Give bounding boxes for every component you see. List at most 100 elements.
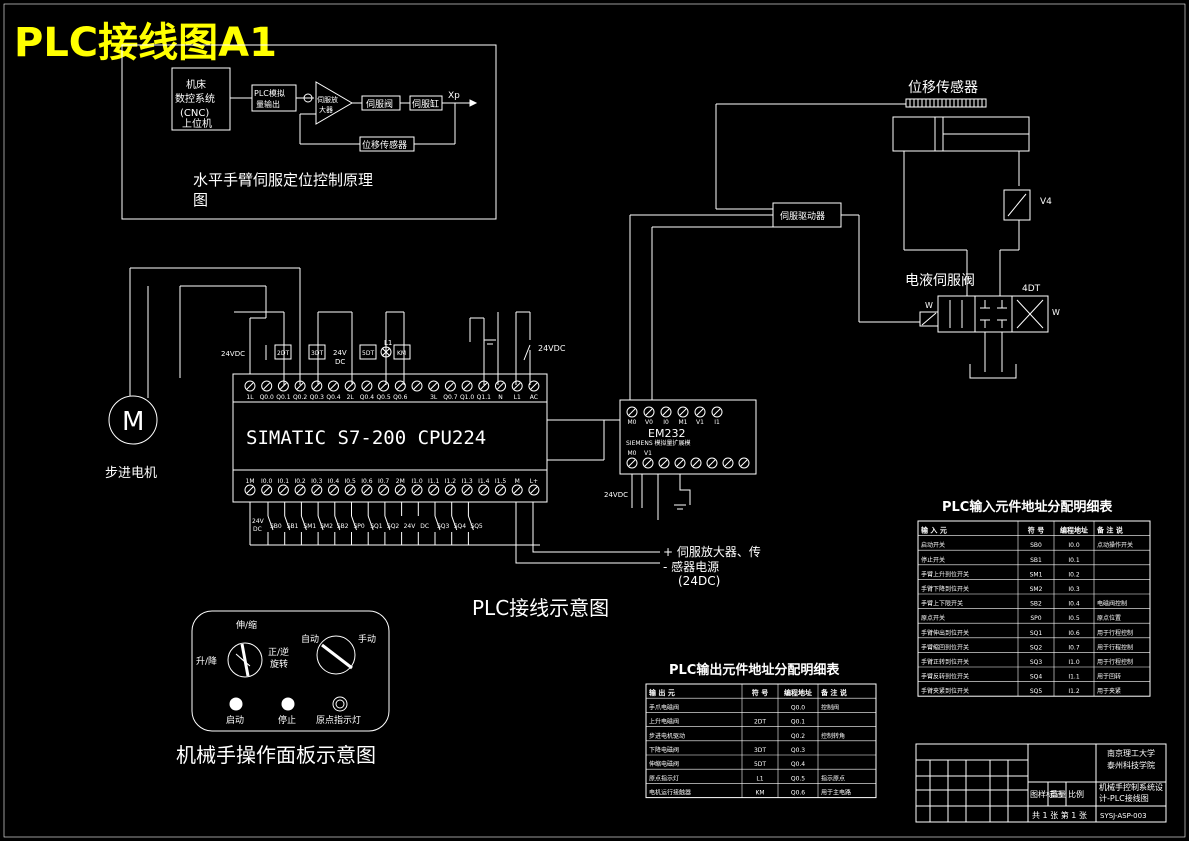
drawing-title: PLC接线图A1 (14, 20, 277, 66)
plc-bottom-terminal (361, 484, 373, 496)
table-cell: 2DT (754, 719, 766, 726)
plc-top-terminal-label: Q1.0 (460, 394, 474, 401)
input-dc: DC (253, 526, 262, 533)
plc-top-terminal-label: Q0.7 (443, 394, 457, 401)
table-cell: 控制阀 (821, 703, 839, 711)
plc-bottom-terminal-label: I1.0 (411, 478, 422, 485)
hydraulic-section: 位移传感器 V4 伺服驱动器 电液伺服阀 4DT (629, 79, 1060, 400)
stage-label: 图样标记 (1030, 789, 1062, 799)
em232-bottom-terminal (658, 457, 670, 469)
em232-top-terminal (643, 406, 655, 418)
table-cell: Q0.6 (791, 790, 805, 797)
knob-arm (227, 642, 263, 678)
table-cell: 电机运行接触器 (649, 789, 691, 797)
plc-top-terminal-label: N (498, 394, 503, 401)
table-cell: 用于行程控制 (1097, 629, 1133, 637)
cnc-box (171, 67, 231, 131)
table-cell: SQ2 (1030, 644, 1043, 651)
plc-bottom-terminal (428, 484, 440, 496)
em232-top-terminal-label: V0 (645, 419, 653, 426)
plc-top-terminal-label: Q0.5 (376, 394, 390, 401)
plc-top-terminal (511, 380, 523, 392)
table-cell: 伸缩电磁阀 (649, 760, 679, 768)
table-cell: 原点开关 (921, 614, 945, 622)
plc-top-terminal (478, 380, 490, 392)
knob1-top: 伸/缩 (236, 619, 257, 631)
drawing-name-1: 机械手控制系统设 (1099, 782, 1163, 792)
table-cell: 步进电机驱动 (649, 732, 685, 740)
cnc-label-3: (CNC) (180, 108, 209, 119)
plc-bottom-terminal (411, 484, 423, 496)
knob2-right: 手动 (358, 633, 376, 645)
coil-label: 2DT (277, 350, 289, 357)
knob-mode (316, 635, 356, 675)
table-cell: 手臂上下限开关 (921, 600, 963, 608)
plc-top-terminal (378, 380, 390, 392)
input-switch-label: SQ5 (470, 523, 483, 530)
table-cell: I0.3 (1068, 586, 1079, 593)
servo-valve (937, 295, 1049, 333)
table-cell: 手臂下降到位开关 (921, 585, 969, 593)
drawing-name-2: 计-PLC接线图 (1099, 793, 1149, 803)
em232-bottom-terminal (690, 457, 702, 469)
lamp-l1 (380, 346, 392, 358)
plc-top-terminal-label: Q0.6 (393, 394, 407, 401)
valve-title: 电液伺服阀 (905, 273, 975, 289)
input-switch-label: SB1 (287, 523, 299, 530)
table-cell: I0.2 (1068, 571, 1079, 578)
knob1-left: 升/降 (196, 655, 217, 667)
coil-4dt: 4DT (1022, 284, 1041, 294)
coil-3dt (308, 344, 326, 360)
table-cell: 用于行程控制 (1097, 643, 1133, 651)
v4-label: V4 (1040, 197, 1052, 207)
plc-top-terminal (361, 380, 373, 392)
coil-km (393, 344, 411, 360)
input-switch-label: SQ4 (454, 523, 467, 530)
table-cell: SQ4 (1030, 674, 1043, 681)
table-cell: 点动操作开关 (1097, 541, 1133, 549)
principle-caption: 水平手臂伺服定位控制原理 (193, 171, 373, 189)
table-cell: Q0.2 (791, 733, 805, 740)
output-xp: Xp (448, 91, 460, 101)
scale-label: 比例 (1068, 789, 1084, 799)
table-cell: SM1 (1030, 571, 1043, 578)
plc-bottom-terminal (261, 484, 273, 496)
table-cell: I0.5 (1068, 615, 1079, 622)
college-name: 泰州科技学院 (1107, 760, 1155, 770)
table-header-cell: 编程地址 (1060, 526, 1088, 535)
cnc-label-4: 上位机 (182, 117, 212, 130)
school-name: 南京理工大学 (1107, 748, 1155, 758)
table-cell: 手爪电磁阀 (649, 703, 679, 711)
start-button[interactable] (229, 697, 243, 711)
wiring-title: PLC接线示意图 (472, 596, 609, 620)
amplifier-label: 伺服放 (317, 95, 338, 104)
plc-bottom-terminal (277, 484, 289, 496)
table-cell: 原点位置 (1097, 614, 1121, 622)
plc-top-terminal (495, 380, 506, 392)
principle-caption-2: 图 (193, 191, 208, 209)
plc-top-terminal-label: 1L (246, 394, 254, 401)
table-cell: 控制转角 (821, 732, 845, 740)
table-cell: 手臂缩回到位开关 (921, 643, 969, 651)
sheet-info: 共 1 张 第 1 张 (1032, 810, 1087, 820)
table-cell: 下降电磁阀 (649, 746, 679, 754)
plc-bottom-terminal (294, 484, 306, 496)
plc-bottom-terminal (344, 484, 356, 496)
sensor-title: 位移传感器 (908, 79, 978, 96)
coil-label: 5DT (362, 350, 374, 357)
plc-top-terminal (277, 380, 289, 392)
table-cell: 指示原点 (821, 774, 845, 782)
supply-dc-mid: DC (335, 358, 345, 366)
stop-button[interactable] (281, 697, 295, 711)
servo-valve-label: 伺服阀 (366, 98, 393, 110)
em232-top-terminal (711, 406, 723, 418)
cnc-label: 机床 (186, 78, 206, 91)
plc-top-terminal (428, 380, 440, 392)
plc-model-name: SIMATIC S7-200 CPU224 (246, 427, 486, 449)
table-cell: SQ1 (1030, 630, 1043, 637)
input-24v: 24V (252, 518, 265, 525)
input-switch-label: 24V (404, 523, 417, 530)
